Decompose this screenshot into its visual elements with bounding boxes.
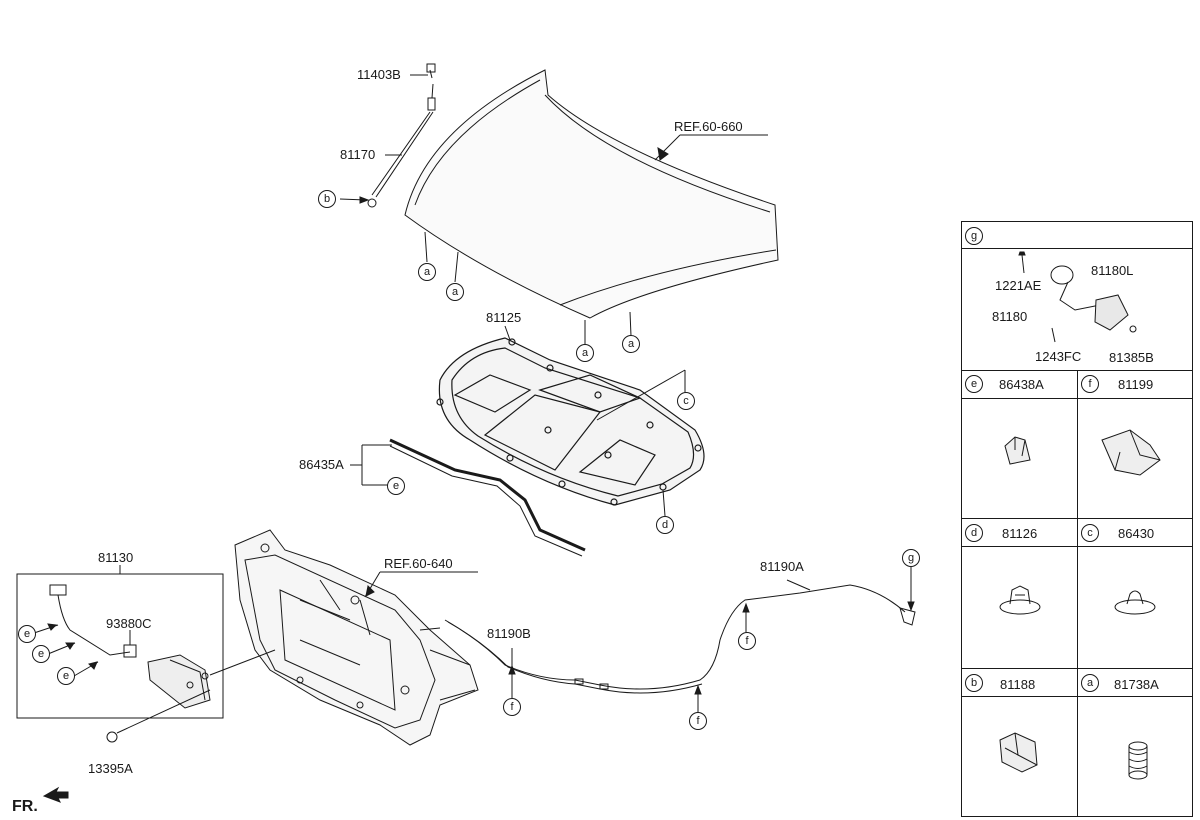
- callout-a: a: [418, 263, 436, 281]
- legend-part-81180: 81180: [992, 309, 1028, 324]
- callout-e: e: [18, 625, 36, 643]
- callout-a: a: [622, 335, 640, 353]
- legend-callout-g: g: [965, 227, 983, 245]
- callout-f: f: [738, 632, 756, 650]
- legend-drawings: [999, 251, 1161, 780]
- part-label-11403B: 11403B: [357, 67, 401, 82]
- legend-part-1221AE: 1221AE: [995, 278, 1042, 293]
- callout-e: e: [387, 477, 405, 495]
- part-label-13395A: 13395A: [88, 761, 133, 776]
- reference-label-60-660: REF.60-660: [674, 119, 743, 134]
- front-end-module: [234, 529, 479, 746]
- part-label-86435A: 86435A: [299, 457, 344, 472]
- legend-callout-c: c: [1081, 524, 1099, 542]
- hood-weatherstrip: [389, 438, 586, 557]
- part-label-81190A: 81190A: [760, 559, 804, 574]
- callout-d: d: [656, 516, 674, 534]
- legend-part-81188: 81188: [1000, 677, 1036, 692]
- legend-part-1243FC: 1243FC: [1035, 349, 1082, 364]
- callout-e: e: [57, 667, 75, 685]
- legend-part-86430: 86430: [1118, 526, 1155, 541]
- callout-a: a: [446, 283, 464, 301]
- callout-c: c: [677, 392, 695, 410]
- callout-e: e: [32, 645, 50, 663]
- hood-insulator: [436, 337, 705, 506]
- legend-part-81180L: 81180L: [1091, 263, 1134, 278]
- part-label-93880C: 93880C: [106, 616, 152, 631]
- callout-g: g: [902, 549, 920, 567]
- front-direction-label: FR.: [12, 798, 38, 815]
- part-label-81170: 81170: [340, 147, 376, 162]
- legend-callout-a: a: [1081, 674, 1099, 692]
- callout-f: f: [503, 698, 521, 716]
- callout-b: b: [318, 190, 336, 208]
- legend-callout-f: f: [1081, 375, 1099, 393]
- hood-stay: [367, 63, 436, 208]
- callout-f: f: [689, 712, 707, 730]
- hood-panel: [404, 69, 779, 319]
- legend-callout-e: e: [965, 375, 983, 393]
- part-label-81125: 81125: [486, 310, 522, 325]
- legend-header-g: g: [962, 222, 1192, 249]
- reference-label-60-640: REF.60-640: [384, 556, 453, 571]
- part-label-81130: 81130: [98, 550, 134, 565]
- legend-callout-d: d: [965, 524, 983, 542]
- legend-callout-b: b: [965, 674, 983, 692]
- callout-a: a: [576, 344, 594, 362]
- legend-part-81199: 81199: [1118, 377, 1154, 392]
- legend-part-86438A: 86438A: [999, 377, 1044, 392]
- legend-panel: g 1221AE 81180L 81180 1243FC 81385B e 86…: [961, 221, 1193, 817]
- legend-part-81738A: 81738A: [1114, 677, 1159, 692]
- release-cable: [444, 584, 916, 694]
- legend-part-81385B: 81385B: [1109, 350, 1154, 365]
- latch-assembly: [49, 584, 211, 709]
- legend-part-81126: 81126: [1002, 526, 1038, 541]
- part-label-81190B: 81190B: [487, 626, 531, 641]
